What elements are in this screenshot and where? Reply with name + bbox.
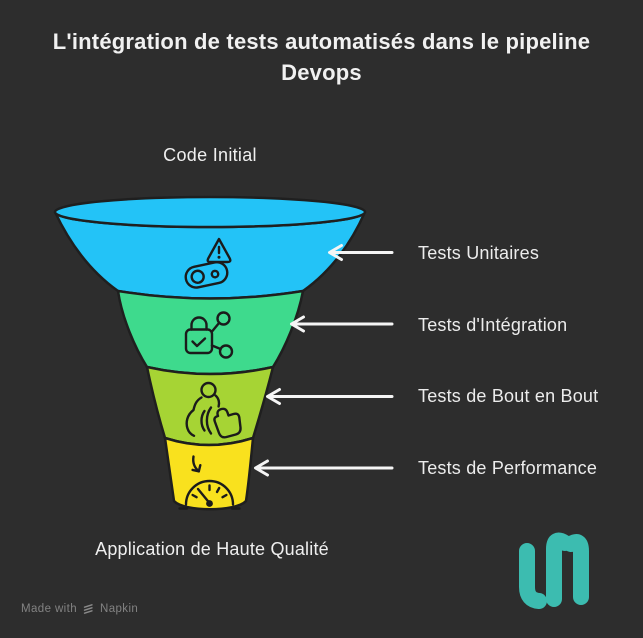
brand-text: Napkin bbox=[100, 602, 139, 615]
arrow-tests-unitaires bbox=[328, 244, 394, 261]
funnel-segment-integration-tests bbox=[116, 289, 305, 376]
funnel-input-label: Code Initial bbox=[163, 145, 257, 165]
lock-share-icon bbox=[184, 311, 234, 359]
label-tests-bout-en-bout: Tests de Bout en Bout bbox=[418, 386, 599, 406]
funnel-icons bbox=[178, 237, 242, 510]
label-tests-performance: Tests de Performance bbox=[418, 458, 598, 478]
label-tests-integration: Tests d'Intégration bbox=[418, 315, 568, 335]
logo-stroke-left bbox=[519, 543, 547, 609]
funnel-body bbox=[53, 195, 367, 511]
arrow-tests-bout-en-bout bbox=[266, 388, 394, 405]
made-with-text: Made with bbox=[21, 602, 78, 615]
label-tests-unitaires: Tests Unitaires bbox=[418, 243, 540, 263]
napkin-logo bbox=[519, 532, 589, 609]
arrow-tests-performance bbox=[254, 459, 394, 477]
arrow-tests-integration bbox=[290, 315, 394, 333]
page-title: L'intégration de tests automatisés dans … bbox=[52, 29, 591, 85]
funnel-output-label: Application de Haute Qualité bbox=[95, 539, 329, 559]
logo-stroke-right bbox=[563, 534, 589, 605]
user-gesture-icon bbox=[185, 381, 242, 439]
napkin-mini-icon bbox=[83, 604, 93, 614]
funnel-top-opening bbox=[53, 195, 367, 229]
annotation-arrows bbox=[254, 244, 394, 477]
warning-gear-icon bbox=[184, 237, 232, 289]
made-with-napkin-link[interactable]: Made with Napkin bbox=[21, 602, 138, 615]
speedometer-icon bbox=[178, 455, 241, 510]
funnel-segment-performance-tests bbox=[163, 436, 255, 511]
logo-stroke-middle bbox=[546, 532, 573, 607]
